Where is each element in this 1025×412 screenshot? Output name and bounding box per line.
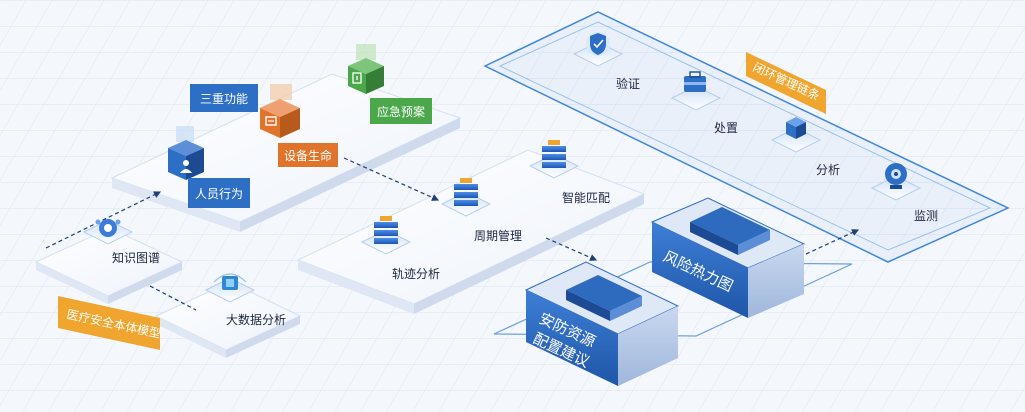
intelligent-matching-label: 智能匹配 <box>562 190 610 205</box>
knowledge-graph-node: 知识图谱 <box>82 219 160 265</box>
connector-knowledge-to-top <box>45 191 162 249</box>
knowledge-graph-label: 知识图谱 <box>112 251 160 265</box>
left-platform-bigdata <box>154 281 302 358</box>
cycle-management-node: 周期管理 <box>440 178 522 243</box>
emergency-plan-label: 应急预案 <box>377 104 425 119</box>
connectors <box>45 157 860 311</box>
connector-knowledge-to-bigdata <box>149 285 197 311</box>
analyze-label: 分析 <box>816 163 840 177</box>
risk-heatmap-block <box>650 197 806 318</box>
data-chip-icon <box>213 273 247 290</box>
emergency-plan-node: 应急预案 <box>348 44 432 124</box>
cube-analysis-icon <box>786 117 806 139</box>
left-platform-knowledge <box>34 227 184 304</box>
handle-label: 处置 <box>714 121 738 135</box>
verify-node: 验证 <box>572 32 640 91</box>
monitor-node: 监测 <box>870 163 938 223</box>
connector-middle-to-block <box>545 237 598 261</box>
triple-function-tag: 三重功能 <box>190 84 258 112</box>
closed-loop-frame <box>483 11 1010 263</box>
trajectory-analysis-label: 轨迹分析 <box>392 267 440 281</box>
equipment-icon <box>265 116 277 126</box>
handle-node: 处置 <box>670 71 738 135</box>
security-resource-block <box>524 261 680 386</box>
monitor-label: 监测 <box>914 209 938 223</box>
network-node-icon <box>95 219 121 237</box>
big-data-node: 大数据分析 <box>204 273 286 327</box>
middle-platform <box>296 149 646 314</box>
equipment-life-label: 设备生命 <box>284 148 332 163</box>
connector-top-to-middle <box>343 157 440 201</box>
person-icon <box>180 160 192 173</box>
intelligent-matching-node: 智能匹配 <box>528 140 610 205</box>
person-behavior-node: 人员行为 <box>168 126 250 208</box>
trajectory-analysis-node: 轨迹分析 <box>360 216 440 281</box>
triple-function-label: 三重功能 <box>200 92 248 106</box>
connector-heatmap-to-monitor <box>805 229 860 255</box>
big-data-label: 大数据分析 <box>226 312 286 327</box>
server-stack-icon <box>454 178 478 206</box>
server-stack-icon <box>542 140 566 168</box>
shield-check-icon <box>586 32 610 56</box>
person-behavior-label: 人员行为 <box>195 187 243 201</box>
toolbox-icon <box>684 71 706 92</box>
camera-monitor-icon <box>885 163 907 189</box>
closed-loop-inner-frame <box>498 21 992 251</box>
cycle-management-label: 周期管理 <box>474 228 522 243</box>
equipment-life-node: 设备生命 <box>260 84 338 167</box>
analyze-node: 分析 <box>770 117 840 177</box>
emergency-doc-icon <box>352 72 362 84</box>
server-stack-icon <box>374 216 398 244</box>
verify-label: 验证 <box>616 76 640 91</box>
